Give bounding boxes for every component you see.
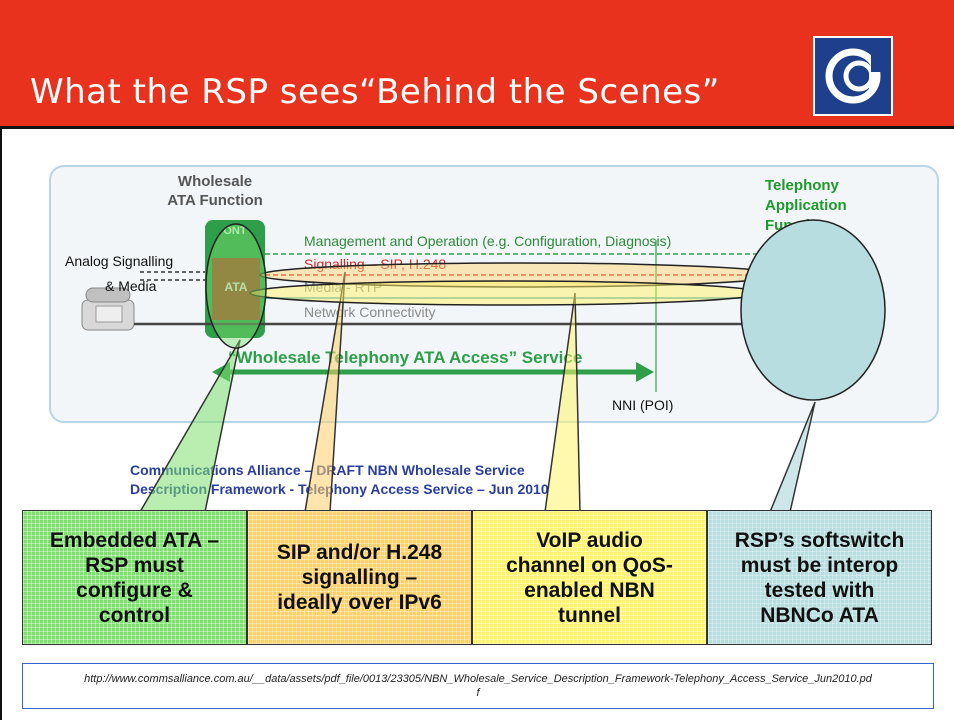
ata-label: ATA	[225, 280, 248, 294]
slide-frame	[0, 126, 954, 720]
signalling-line-label: Signalling – SIP, H.248	[304, 256, 446, 272]
service-arrow-right-head	[636, 362, 654, 382]
comms-alliance-logo	[813, 36, 893, 116]
media-label: & Media	[105, 278, 157, 294]
callout-sip-signalling: SIP and/or H.248 signalling – ideally ov…	[247, 510, 472, 645]
callout-pointer-softswitch	[768, 401, 816, 513]
telephone-icon	[81, 287, 135, 331]
callout-pointer-signalling	[304, 271, 346, 513]
softswitch-circle	[740, 219, 886, 401]
management-line-label: Management and Operation (e.g. Configura…	[304, 233, 671, 249]
callout-softswitch: RSP’s softswitch must be interop tested …	[707, 510, 932, 645]
title-bar: What the RSP sees“Behind the Scenes”	[0, 0, 954, 129]
network-line-label: Network Connectivity	[304, 304, 436, 320]
ata-highlight-oval	[205, 223, 267, 349]
telephony-label-line1: Telephony	[765, 177, 840, 194]
callout-embedded-ata: Embedded ATA – RSP must configure & cont…	[22, 510, 247, 645]
callout-pointer-media	[544, 292, 581, 513]
callout-voip-channel: VoIP audio channel on QoS- enabled NBN t…	[472, 510, 707, 645]
analog-signalling-label: Analog Signalling	[65, 253, 173, 269]
ata-box	[212, 258, 260, 320]
source-url[interactable]: http://www.commsalliance.com.au/__data/a…	[22, 663, 934, 709]
wholesale-ata-label-line1: Wholesale	[178, 173, 252, 190]
callout-pointer-ata	[138, 339, 241, 513]
nni-label: NNI (POI)	[612, 397, 673, 413]
media-highlight-oval	[249, 280, 761, 306]
slide-title: What the RSP sees“Behind the Scenes”	[30, 72, 720, 112]
telephony-label-line2: Application	[765, 197, 847, 214]
ont-label: ONT	[223, 225, 247, 237]
service-label: “Wholesale Telephony ATA Access” Service	[228, 348, 582, 367]
source-line-2: Description Framework - Telephony Access…	[130, 481, 549, 497]
wholesale-ata-label-line2: ATA Function	[167, 192, 263, 209]
